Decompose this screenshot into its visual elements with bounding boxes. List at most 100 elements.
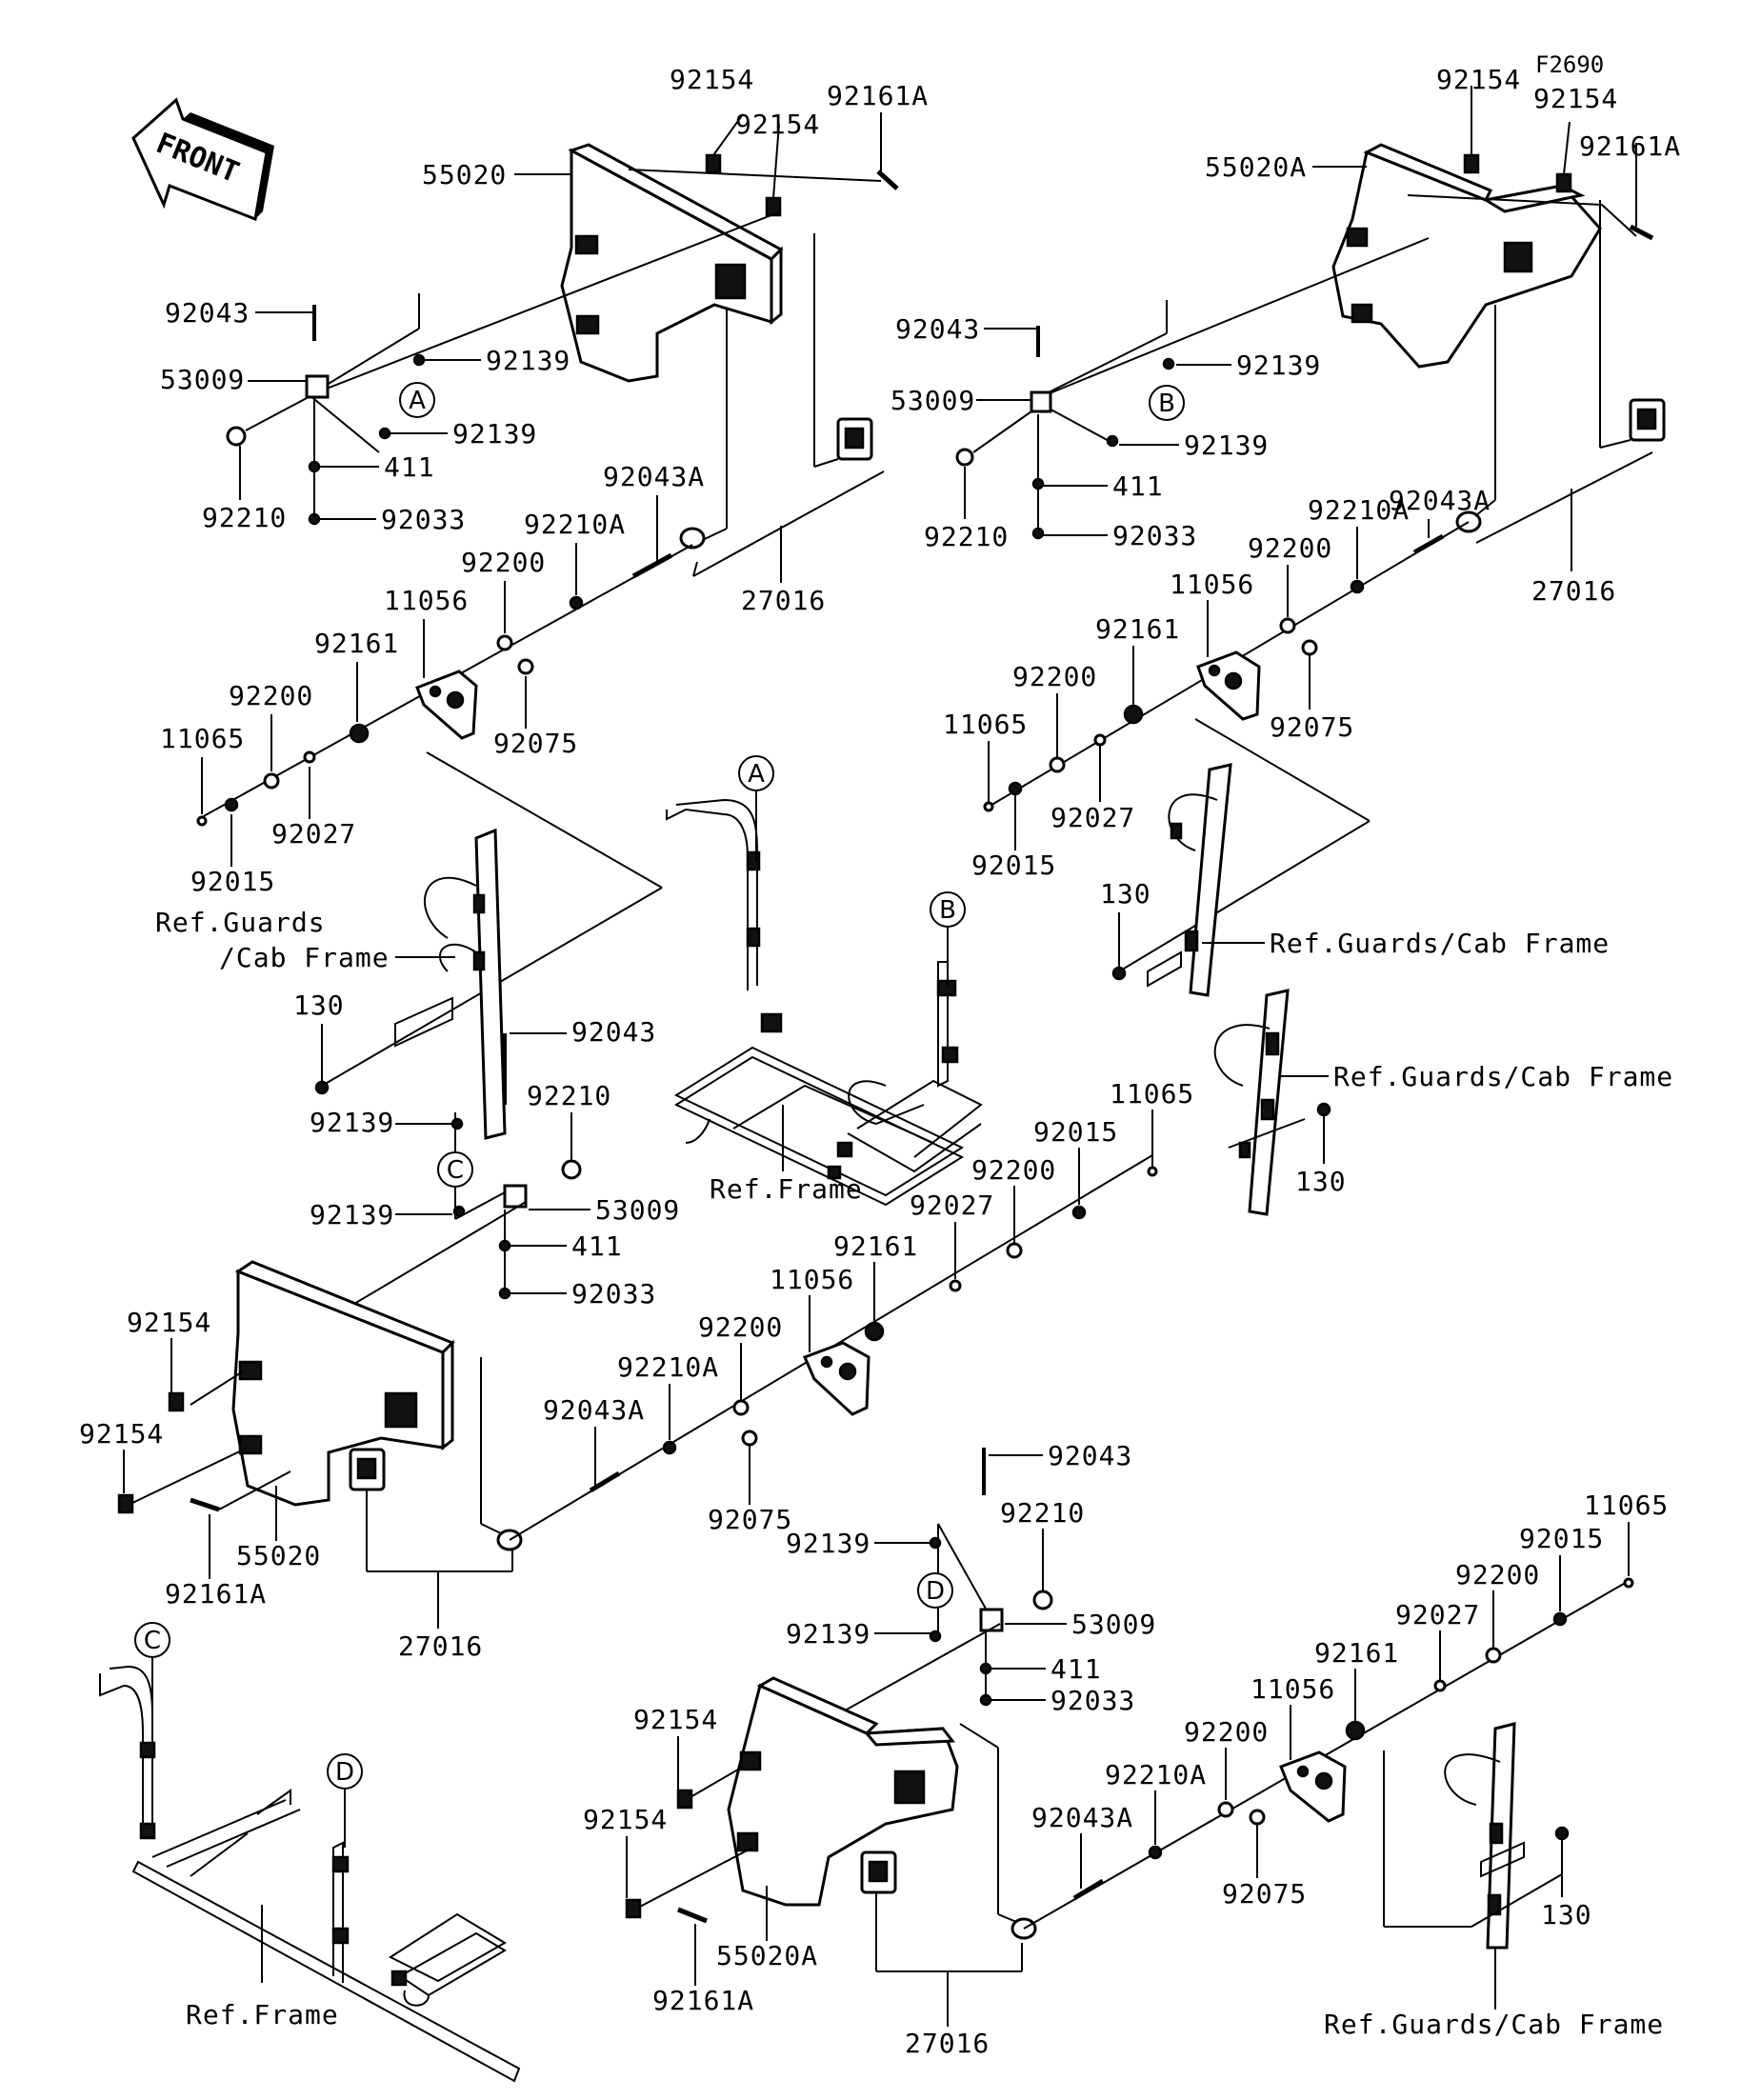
label-92161A: 92161A (165, 1578, 267, 1610)
callout-C-label: C (447, 1156, 464, 1185)
label-92200: 92200 (1455, 1559, 1540, 1590)
label-92043: 92043 (1048, 1440, 1132, 1471)
label-ref-guards: Ref.Guards (155, 907, 326, 938)
label-92015: 92015 (1519, 1523, 1604, 1554)
label-92043A: 92043A (1031, 1802, 1133, 1833)
label-92154: 92154 (1436, 64, 1521, 95)
label-92154: 92154 (670, 64, 754, 95)
label-92139: 92139 (1236, 350, 1321, 381)
label-92075: 92075 (1270, 711, 1354, 743)
label-ref-guards-cab-frame: Ref.Guards/Cab Frame (1324, 2009, 1664, 2040)
bolt-92154 (705, 153, 722, 174)
label-92033: 92033 (381, 504, 466, 535)
label-92075: 92075 (493, 728, 578, 759)
figure-code: F2690 (1535, 51, 1604, 78)
label-ref-frame: Ref.Frame (186, 1999, 339, 2030)
label-11056: 11056 (1170, 569, 1254, 600)
label-92210: 92210 (202, 502, 287, 533)
label-411: 411 (384, 451, 435, 483)
bolt-92043A (631, 552, 673, 579)
label-92200: 92200 (229, 680, 313, 711)
callout-D-frame-label: D (335, 1758, 354, 1787)
label-92139: 92139 (310, 1107, 394, 1138)
plate-11056 (415, 670, 478, 740)
label-92200: 92200 (698, 1311, 783, 1343)
callout-A-frame-label: A (748, 760, 765, 789)
label-27016: 27016 (1531, 575, 1616, 607)
label-92139: 92139 (310, 1199, 394, 1230)
label-11056: 11056 (770, 1264, 854, 1295)
label-92043: 92043 (895, 313, 980, 345)
label-92161A: 92161A (827, 80, 929, 111)
label-ref-cab-frame: /Cab Frame (219, 942, 390, 973)
label-92161: 92161 (1314, 1637, 1399, 1669)
label-92200: 92200 (1184, 1716, 1269, 1748)
bracket-53009 (1030, 390, 1052, 413)
label-ref-frame: Ref.Frame (710, 1173, 863, 1205)
callout-C-frame-label: C (144, 1627, 161, 1655)
label-92210A: 92210A (1105, 1759, 1207, 1790)
mud-guard-55020A (727, 1676, 959, 1907)
label-53009: 53009 (595, 1194, 680, 1226)
bolt-92154 (117, 1493, 134, 1514)
label-92139: 92139 (452, 418, 537, 450)
callout-A-label: A (409, 387, 426, 415)
callout-D (917, 1572, 953, 1609)
label-27016: 27016 (905, 2028, 990, 2059)
bolt-92043A (589, 1470, 621, 1493)
label-92033: 92033 (571, 1278, 656, 1310)
label-92043A: 92043A (543, 1394, 645, 1426)
callout-B (1149, 385, 1185, 421)
label-92154: 92154 (633, 1704, 718, 1735)
label-55020A: 55020A (716, 1940, 818, 1971)
label-130: 130 (1295, 1166, 1347, 1197)
label-ref-guards-cab-frame: Ref.Guards/Cab Frame (1333, 1061, 1673, 1092)
label-92200: 92200 (461, 547, 546, 578)
label-92075: 92075 (708, 1504, 792, 1535)
mud-guard-55020 (560, 143, 784, 383)
label-55020: 55020 (236, 1540, 321, 1571)
labels-top-left: 92154 92154 92161A 55020 92043 53009 921… (155, 64, 929, 1081)
label-92043: 92043 (571, 1016, 656, 1048)
label-92027: 92027 (1395, 1599, 1480, 1630)
label-53009: 53009 (1071, 1609, 1156, 1640)
callout-B-label: B (1158, 390, 1175, 418)
label-92210A: 92210A (617, 1351, 719, 1383)
label-92154: 92154 (1533, 83, 1618, 114)
bolt-92154 (625, 1898, 642, 1919)
bolt-92154 (168, 1391, 185, 1412)
label-92027: 92027 (910, 1190, 994, 1221)
label-92161: 92161 (1095, 613, 1180, 645)
guard-frame-middle (1213, 989, 1306, 1216)
callout-C (437, 1151, 473, 1188)
label-11065: 11065 (1584, 1490, 1669, 1521)
label-92200: 92200 (1012, 661, 1097, 692)
label-92161: 92161 (314, 628, 399, 659)
assembly-top-left: A (196, 112, 899, 1140)
label-11056: 11056 (384, 585, 469, 616)
label-411: 411 (1051, 1653, 1102, 1685)
label-92161: 92161 (833, 1230, 918, 1262)
label-92033: 92033 (1051, 1685, 1135, 1716)
label-27016: 27016 (398, 1630, 483, 1662)
label-ref-guards-cab-frame: Ref.Guards/Cab Frame (1270, 928, 1610, 959)
label-53009: 53009 (891, 385, 975, 416)
label-130: 130 (293, 990, 345, 1021)
label-92139: 92139 (786, 1528, 870, 1559)
bracket-53009 (979, 1608, 1004, 1632)
label-11065: 11065 (160, 723, 245, 754)
label-130: 130 (1100, 878, 1151, 910)
label-92033: 92033 (1112, 520, 1197, 551)
bracket-53009 (503, 1184, 528, 1209)
label-92210A: 92210A (524, 509, 626, 540)
label-92161A: 92161A (652, 1985, 754, 2016)
callout-D-label: D (926, 1577, 945, 1606)
label-92027: 92027 (1051, 802, 1135, 833)
label-11056: 11056 (1251, 1673, 1335, 1705)
label-11065: 11065 (1110, 1078, 1194, 1110)
label-92154: 92154 (79, 1418, 164, 1450)
label-92200: 92200 (971, 1154, 1056, 1186)
plate-11056 (1279, 1750, 1347, 1823)
frame-bottom-left (99, 1665, 521, 2083)
